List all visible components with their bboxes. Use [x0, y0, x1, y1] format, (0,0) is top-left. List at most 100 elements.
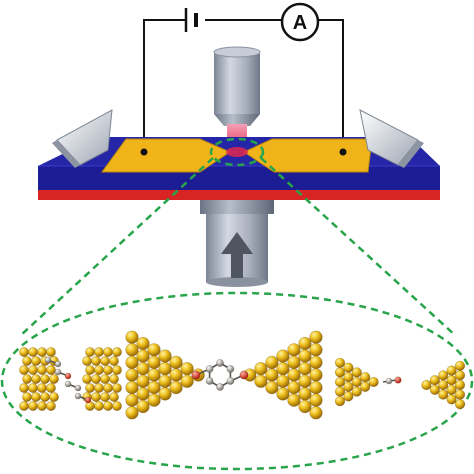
- gold-atom: [309, 381, 323, 395]
- gold-atom: [112, 383, 122, 393]
- gold-atom: [49, 374, 59, 384]
- gold-atom: [136, 349, 150, 363]
- gold-atom: [309, 368, 323, 382]
- gold-atom: [169, 355, 183, 370]
- gold-atom: [351, 386, 362, 397]
- gold-atom: [351, 367, 362, 378]
- gold-atom: [276, 374, 290, 388]
- gold-atom: [85, 383, 95, 393]
- gold-atom: [49, 392, 59, 402]
- gold-atom: [158, 349, 172, 363]
- gold-atom: [309, 343, 323, 357]
- gold-atom: [28, 383, 38, 393]
- gold-atom: [287, 368, 301, 382]
- gold-atom: [343, 362, 354, 373]
- gold-atom: [31, 392, 41, 402]
- gold-atom: [94, 401, 104, 411]
- gold-atom: [309, 355, 323, 370]
- gold-atom: [28, 347, 38, 357]
- gold-atom: [158, 362, 172, 376]
- oxygen-atom: [84, 396, 92, 404]
- carbon-atom: [216, 383, 224, 391]
- gold-atom: [19, 401, 29, 411]
- gold-atom: [429, 384, 440, 395]
- gold-atom: [82, 356, 92, 366]
- gold-atom: [438, 379, 449, 391]
- gold-atom: [454, 379, 466, 391]
- oxygen-atom: [64, 372, 72, 380]
- gold-atom: [46, 365, 56, 375]
- laser-spot: [226, 147, 248, 157]
- gold-atom: [112, 365, 122, 375]
- gold-atom: [276, 362, 290, 376]
- gold-atom: [112, 401, 122, 411]
- gold-atom: [100, 374, 110, 384]
- gold-atom: [136, 362, 150, 376]
- gold-atom: [454, 389, 466, 400]
- gold-atom: [254, 362, 268, 376]
- gold-atom: [37, 347, 47, 357]
- gold-atom: [454, 360, 466, 371]
- gold-atom: [31, 356, 41, 366]
- gold-atom: [276, 349, 290, 363]
- carbon-atom: [64, 380, 72, 388]
- left-support-icon: [52, 109, 113, 168]
- gold-atom: [100, 392, 110, 402]
- carbon-atom: [385, 377, 393, 385]
- gold-atom: [446, 365, 457, 376]
- carbon-atom: [216, 359, 224, 367]
- gold-atom: [180, 374, 194, 388]
- carbon-atom: [54, 368, 62, 376]
- gold-atom: [298, 349, 312, 363]
- gold-atom: [37, 401, 47, 411]
- gold-atom: [334, 357, 346, 368]
- gold-atom: [298, 387, 312, 401]
- gold-atom: [37, 383, 47, 393]
- gold-atom: [298, 362, 312, 376]
- gold-atom: [351, 376, 362, 388]
- gold-atom: [276, 387, 290, 401]
- gold-atom: [94, 383, 104, 393]
- gold-atom: [46, 383, 56, 393]
- gold-atom: [103, 401, 113, 411]
- gold-atom: [169, 368, 183, 382]
- carbon-atom: [205, 377, 214, 385]
- gold-atom: [360, 372, 371, 383]
- gold-atom: [125, 330, 139, 344]
- gold-atom: [46, 347, 56, 357]
- gold-atom: [100, 356, 110, 366]
- gold-atom: [446, 375, 457, 386]
- gold-atom: [446, 394, 457, 405]
- gold-atom: [438, 370, 449, 381]
- gold-atom: [22, 356, 32, 366]
- gold-atom: [343, 381, 354, 392]
- gold-atom: [254, 374, 268, 388]
- carbon-atom: [205, 365, 214, 373]
- gold-atom: [136, 387, 150, 401]
- gold-atom: [147, 381, 161, 395]
- gold-atom: [136, 374, 150, 388]
- gold-atom: [343, 391, 354, 402]
- gold-atom: [125, 381, 139, 395]
- gold-atom: [103, 383, 113, 393]
- ammeter-label: A: [293, 12, 307, 34]
- carbon-atom: [226, 377, 235, 385]
- gold-atom: [19, 347, 29, 357]
- battery-icon: [184, 8, 198, 32]
- gold-atom: [147, 393, 161, 407]
- gold-atom: [454, 370, 466, 381]
- gold-atom: [19, 383, 29, 393]
- gold-atom: [334, 386, 346, 397]
- ammeter-icon: A: [280, 2, 320, 42]
- gold-atom: [298, 399, 312, 414]
- gold-atom: [125, 393, 139, 407]
- carbon-atom: [44, 356, 52, 364]
- gold-atom: [334, 367, 346, 378]
- gold-atom: [109, 356, 119, 366]
- gold-atom: [91, 392, 101, 402]
- gold-atom: [103, 347, 113, 357]
- gold-atom: [28, 365, 38, 375]
- gold-atom: [343, 372, 354, 383]
- gold-atom: [136, 336, 150, 351]
